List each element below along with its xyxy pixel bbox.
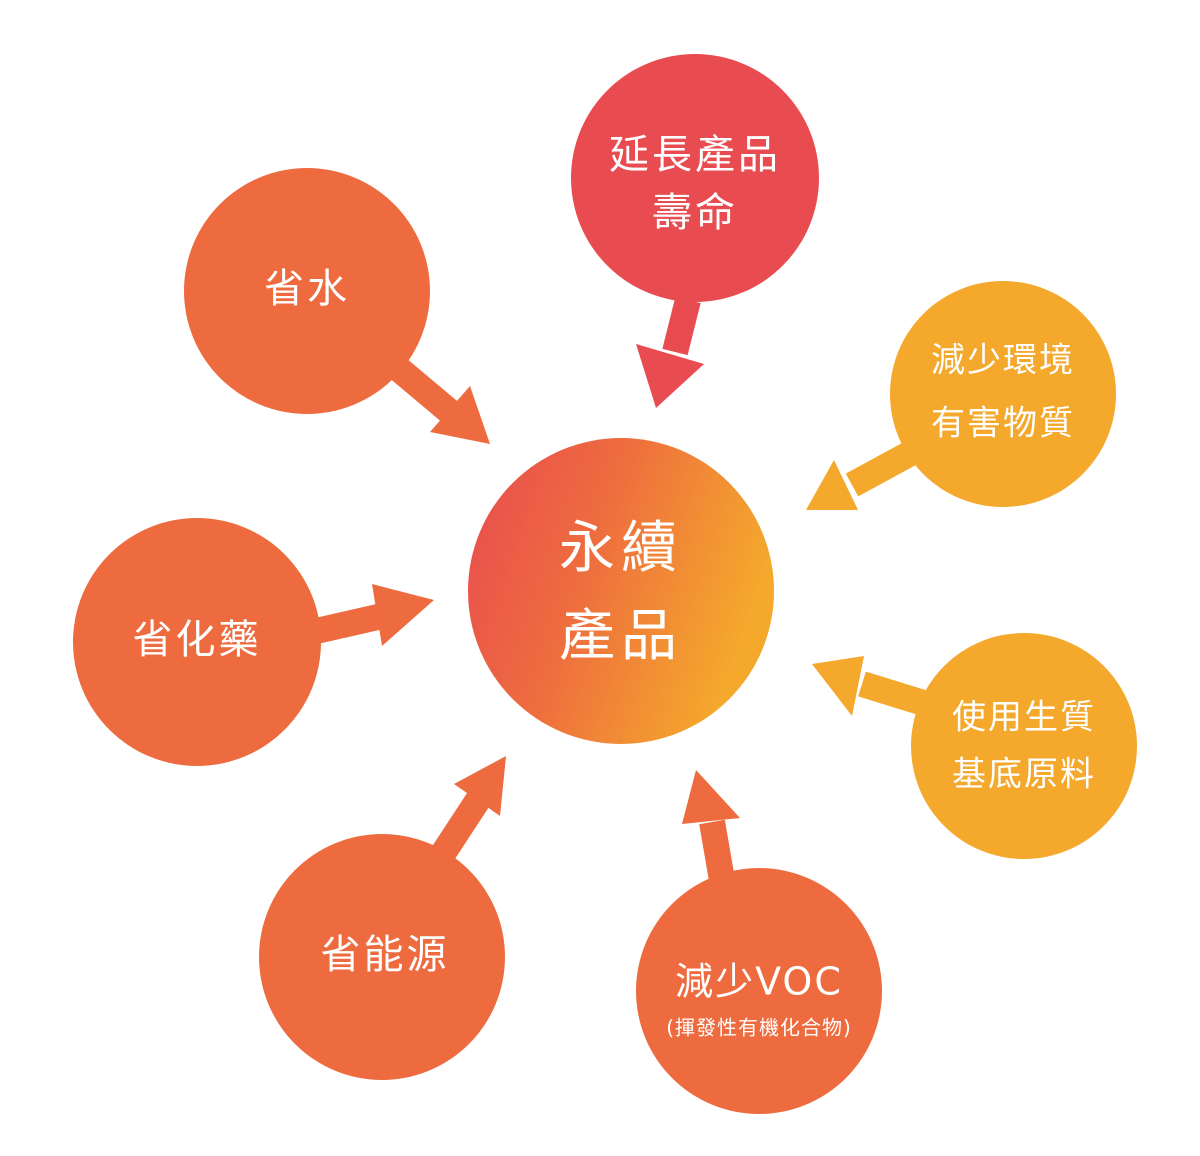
node-save-chemicals: 省化藥 xyxy=(73,518,321,766)
node-save-water: 省水 xyxy=(184,168,430,414)
node-save-energy: 省能源 xyxy=(259,834,505,1080)
node-save-energy-label: 省能源 xyxy=(321,932,450,978)
node-biobased: 使用生質 基底原料 xyxy=(911,633,1137,859)
node-save-chemicals-label: 省化藥 xyxy=(133,617,262,663)
arrow-extend-life xyxy=(636,296,704,408)
node-extend-life-line1: 延長產品 xyxy=(609,132,781,178)
node-extend-life-line2: 壽命 xyxy=(652,190,738,236)
arrow-reduce-voc xyxy=(682,770,740,883)
center-label-line2: 產品 xyxy=(559,604,683,669)
node-reduce-voc-line2: (揮發性有機化合物) xyxy=(666,1016,852,1040)
center-node: 永續 產品 xyxy=(468,438,774,744)
arrow-save-water xyxy=(391,360,490,444)
node-biobased-line1: 使用生質 xyxy=(952,698,1096,738)
arrow-save-chemicals xyxy=(309,584,434,646)
node-save-water-label: 省水 xyxy=(264,266,350,312)
node-reduce-hazard: 減少環境 有害物質 xyxy=(890,281,1116,507)
node-reduce-hazard-line1: 減少環境 xyxy=(931,341,1075,381)
arrow-biobased xyxy=(812,656,934,718)
node-reduce-voc: 減少VOC (揮發性有機化合物) xyxy=(636,868,882,1114)
node-reduce-voc-line1: 減少VOC xyxy=(675,960,843,1004)
node-reduce-hazard-line2: 有害物質 xyxy=(931,404,1075,444)
center-label-line1: 永續 xyxy=(559,516,683,581)
arrow-save-energy xyxy=(431,756,506,863)
node-biobased-line2: 基底原料 xyxy=(952,755,1096,795)
arrow-reduce-hazard xyxy=(806,436,927,510)
node-extend-life: 延長產品 壽命 xyxy=(571,54,819,302)
